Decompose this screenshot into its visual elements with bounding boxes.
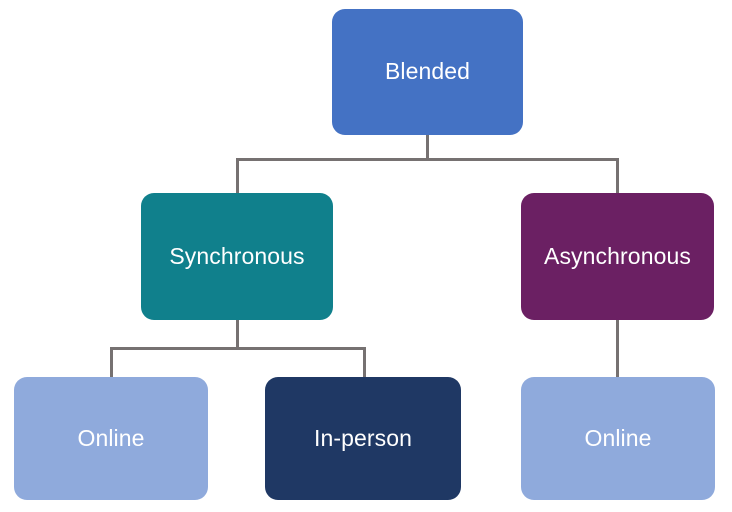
connector-to-synchronous xyxy=(236,158,239,194)
node-in-person-label: In-person xyxy=(313,424,413,451)
node-online-asynchronous[interactable]: Online xyxy=(521,377,715,500)
node-asynchronous[interactable]: Asynchronous xyxy=(521,193,714,320)
connector-level3-horizontal-bar xyxy=(110,347,366,350)
connector-to-in-person xyxy=(363,347,366,378)
node-blended-label: Blended xyxy=(384,58,471,85)
node-online-asynchronous-label: Online xyxy=(584,424,652,451)
connector-to-online-synchronous xyxy=(110,347,113,378)
connector-to-asynchronous xyxy=(616,158,619,194)
node-in-person[interactable]: In-person xyxy=(265,377,461,500)
connector-level2-horizontal-bar xyxy=(236,158,619,161)
node-online-synchronous-label: Online xyxy=(77,424,145,451)
node-synchronous[interactable]: Synchronous xyxy=(141,193,333,320)
node-blended[interactable]: Blended xyxy=(332,9,523,135)
node-synchronous-label: Synchronous xyxy=(169,242,305,269)
connector-to-online-asynchronous xyxy=(616,320,619,378)
node-online-synchronous[interactable]: Online xyxy=(14,377,208,500)
connector-blended-stem xyxy=(426,135,429,160)
node-asynchronous-label: Asynchronous xyxy=(544,242,691,269)
connector-synchronous-stem xyxy=(236,320,239,349)
